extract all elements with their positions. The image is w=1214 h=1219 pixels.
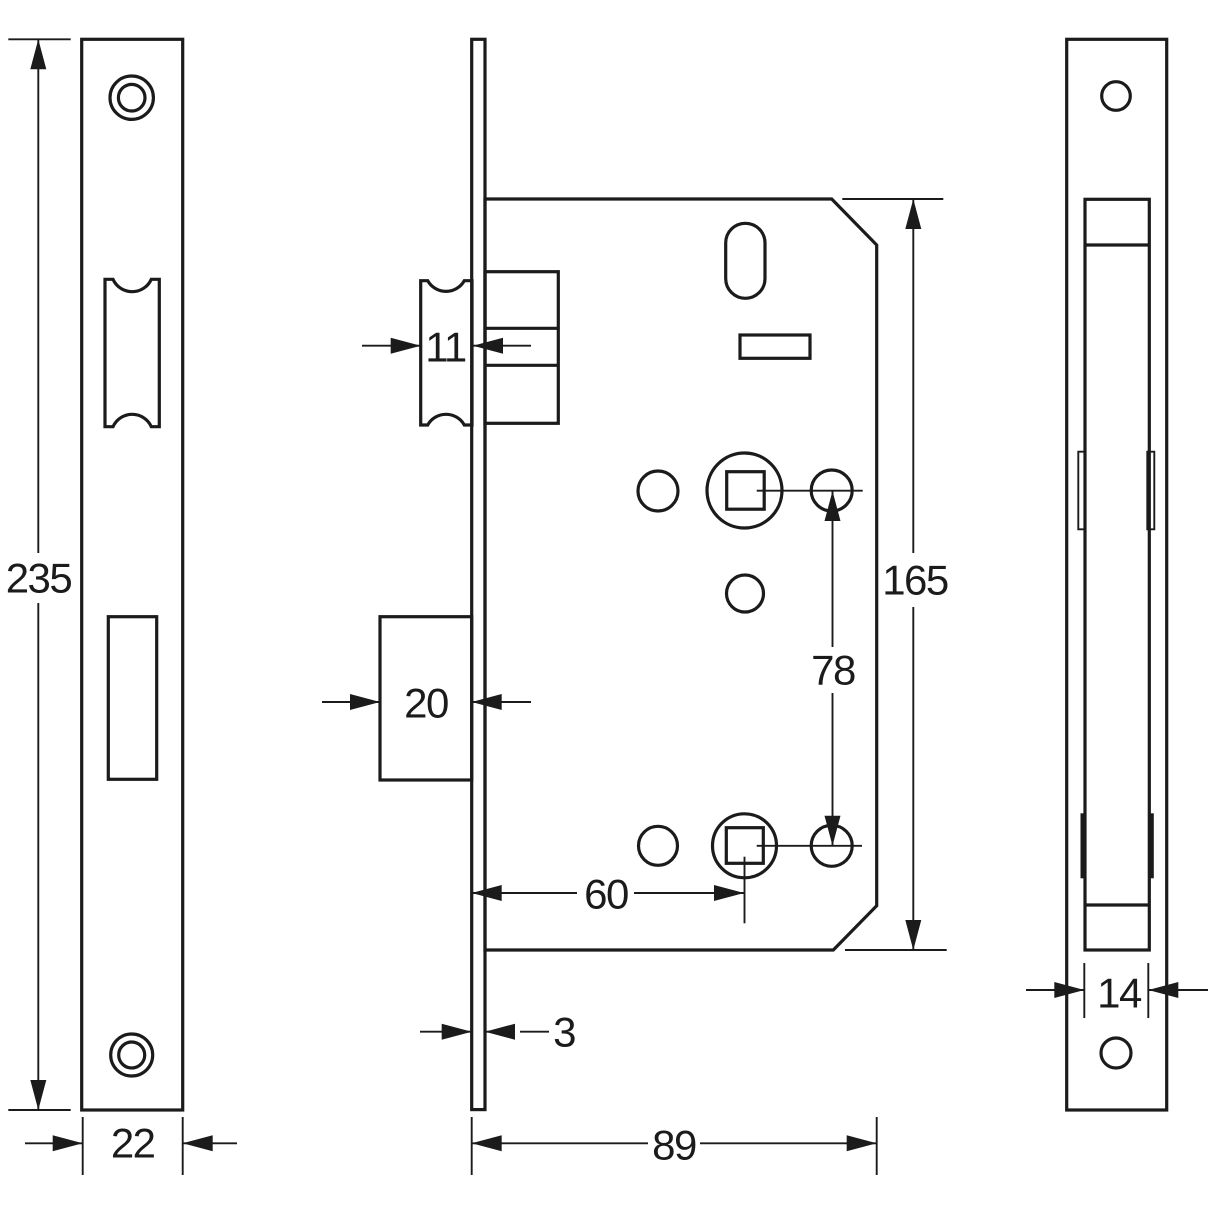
screw-hole-bottom	[1099, 1036, 1133, 1070]
fixing-hole-middle	[724, 573, 766, 614]
screw-hole-top-outer	[108, 74, 156, 122]
dim-deadbolt-width: 20	[322, 680, 531, 727]
rectangular-slot	[738, 333, 812, 360]
faceplate-front-view	[80, 37, 185, 1112]
latchbolt	[419, 279, 474, 427]
dim-label-20: 20	[404, 680, 448, 727]
arrowhead	[471, 694, 502, 710]
dim-label-22: 22	[111, 1120, 155, 1167]
arrowhead	[905, 920, 922, 950]
arrowhead	[714, 885, 744, 901]
dim-case-width: 89	[470, 1117, 878, 1175]
screw-hole-bottom-inner	[117, 1040, 147, 1070]
dim-case-height: 165	[842, 198, 949, 951]
arrowhead	[441, 1023, 472, 1040]
dim-faceplate-thickness: 3	[420, 1009, 577, 1056]
dim-label-78: 78	[811, 647, 855, 694]
dim-label-165: 165	[882, 557, 948, 604]
arrowhead	[1148, 982, 1179, 998]
deadbolt	[378, 615, 474, 782]
follower-boss-lower-right	[1149, 813, 1154, 879]
screw-hole-bottom-outer	[109, 1032, 155, 1078]
faceplate-edge	[470, 37, 487, 1112]
arrowhead	[473, 337, 503, 354]
deadbolt-cutout	[106, 615, 159, 781]
follower-boss-upper-left	[1077, 450, 1087, 531]
fixing-hole-upper-left	[636, 469, 680, 513]
arrowhead	[52, 1135, 83, 1152]
arrowhead	[182, 1135, 213, 1152]
lock-case-side-view	[378, 37, 879, 1112]
edge-outline	[1065, 37, 1169, 1112]
dim-label-11: 11	[425, 324, 466, 371]
arrowhead	[846, 1135, 877, 1152]
dim-case-depth: 14	[1026, 963, 1208, 1018]
screw-hole-top-inner	[116, 82, 147, 113]
follower-boss-lower-left	[1080, 813, 1085, 879]
dim-label-89: 89	[652, 1122, 696, 1169]
arrowhead	[905, 199, 922, 229]
dim-latchbolt-width: 11	[362, 324, 531, 371]
dim-faceplate-height: 235	[6, 38, 73, 1111]
fixing-hole-lower-left	[636, 824, 680, 867]
dim-label-235: 235	[6, 555, 72, 602]
arrowhead	[30, 39, 47, 70]
follower-boss-upper-right	[1146, 450, 1156, 531]
oval-slot	[724, 221, 767, 300]
screw-hole-top	[1100, 80, 1132, 112]
dim-label-60: 60	[584, 871, 628, 918]
dim-label-14: 14	[1097, 970, 1142, 1017]
latchbolt-cutout	[103, 277, 161, 429]
arrowhead	[471, 1135, 502, 1152]
dim-label-3: 3	[553, 1009, 575, 1056]
arrowhead	[390, 337, 421, 354]
arrowhead	[1054, 982, 1085, 998]
lock-edge-view	[1065, 37, 1169, 1112]
lock-case-outline	[483, 197, 879, 952]
dim-follower-centres: 78	[811, 491, 856, 846]
arrowhead	[824, 491, 841, 521]
dim-backset: 60	[471, 871, 744, 918]
dim-faceplate-width: 22	[25, 1117, 237, 1175]
arrowhead	[350, 694, 380, 710]
arrowhead	[824, 815, 841, 846]
arrowhead	[30, 1080, 47, 1110]
case-edge-body	[1083, 197, 1151, 952]
faceplate-outline	[80, 37, 185, 1112]
arrowhead	[485, 1023, 515, 1040]
arrowhead	[471, 885, 502, 901]
